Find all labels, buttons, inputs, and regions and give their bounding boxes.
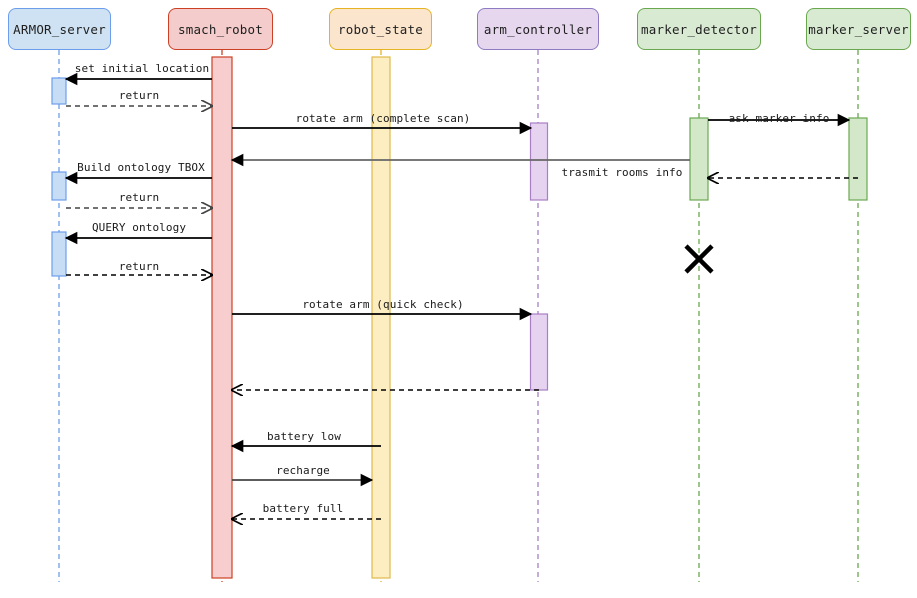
message-label-m1: set initial location — [74, 62, 210, 75]
participant-label: marker_server — [808, 21, 909, 37]
activation-bar-arm_controller — [529, 122, 549, 201]
activation-bar-robot_state — [371, 56, 391, 579]
activation-bar-marker_server — [848, 117, 868, 201]
message-label-m5: trasmit rooms info — [561, 166, 683, 179]
message-label-m15: battery full — [262, 502, 344, 515]
participant-robot_state[interactable]: robot_state — [329, 8, 432, 50]
participant-armor_server[interactable]: ARMOR_server — [8, 8, 111, 50]
message-label-m13: battery low — [267, 430, 341, 443]
activation-bar-armor_server — [51, 171, 67, 201]
participant-label: ARMOR_server — [13, 21, 106, 37]
message-label-m7: Build ontology TBOX — [77, 161, 205, 174]
message-label-m8: return — [118, 191, 160, 204]
participant-marker_detector[interactable]: marker_detector — [637, 8, 761, 50]
participant-marker_server[interactable]: marker_server — [806, 8, 911, 50]
participant-label: smach_robot — [178, 21, 263, 37]
activation-bar-marker_detector — [689, 117, 709, 201]
lifelines-layer — [58, 50, 859, 582]
activation-bar-armor_server — [51, 231, 67, 277]
destroy-stroke — [684, 244, 714, 274]
participant-label: arm_controller — [483, 21, 593, 37]
activation-bar-arm_controller — [529, 313, 549, 391]
destroy-markers-layer — [684, 244, 714, 274]
activation-bar-armor_server — [51, 77, 67, 105]
participant-label: marker_detector — [641, 21, 757, 37]
activation-bars-layer — [51, 56, 868, 579]
participant-smach_robot[interactable]: smach_robot — [168, 8, 273, 50]
participant-label: robot_state — [338, 21, 423, 37]
message-label-m4: ask marker info — [728, 112, 830, 125]
activation-bar-smach_robot — [211, 56, 233, 579]
message-label-m9: QUERY ontology — [91, 221, 187, 234]
message-label-m10: return — [118, 260, 160, 273]
message-label-m3: rotate arm (complete scan) — [295, 112, 471, 125]
participant-arm_controller[interactable]: arm_controller — [477, 8, 599, 50]
message-arrows-layer — [64, 72, 858, 519]
message-label-m2: return — [118, 89, 160, 102]
message-label-m11: rotate arm (quick check) — [302, 298, 464, 311]
destroy-marker-marker_detector — [684, 244, 714, 274]
message-label-m14: recharge — [276, 464, 330, 477]
